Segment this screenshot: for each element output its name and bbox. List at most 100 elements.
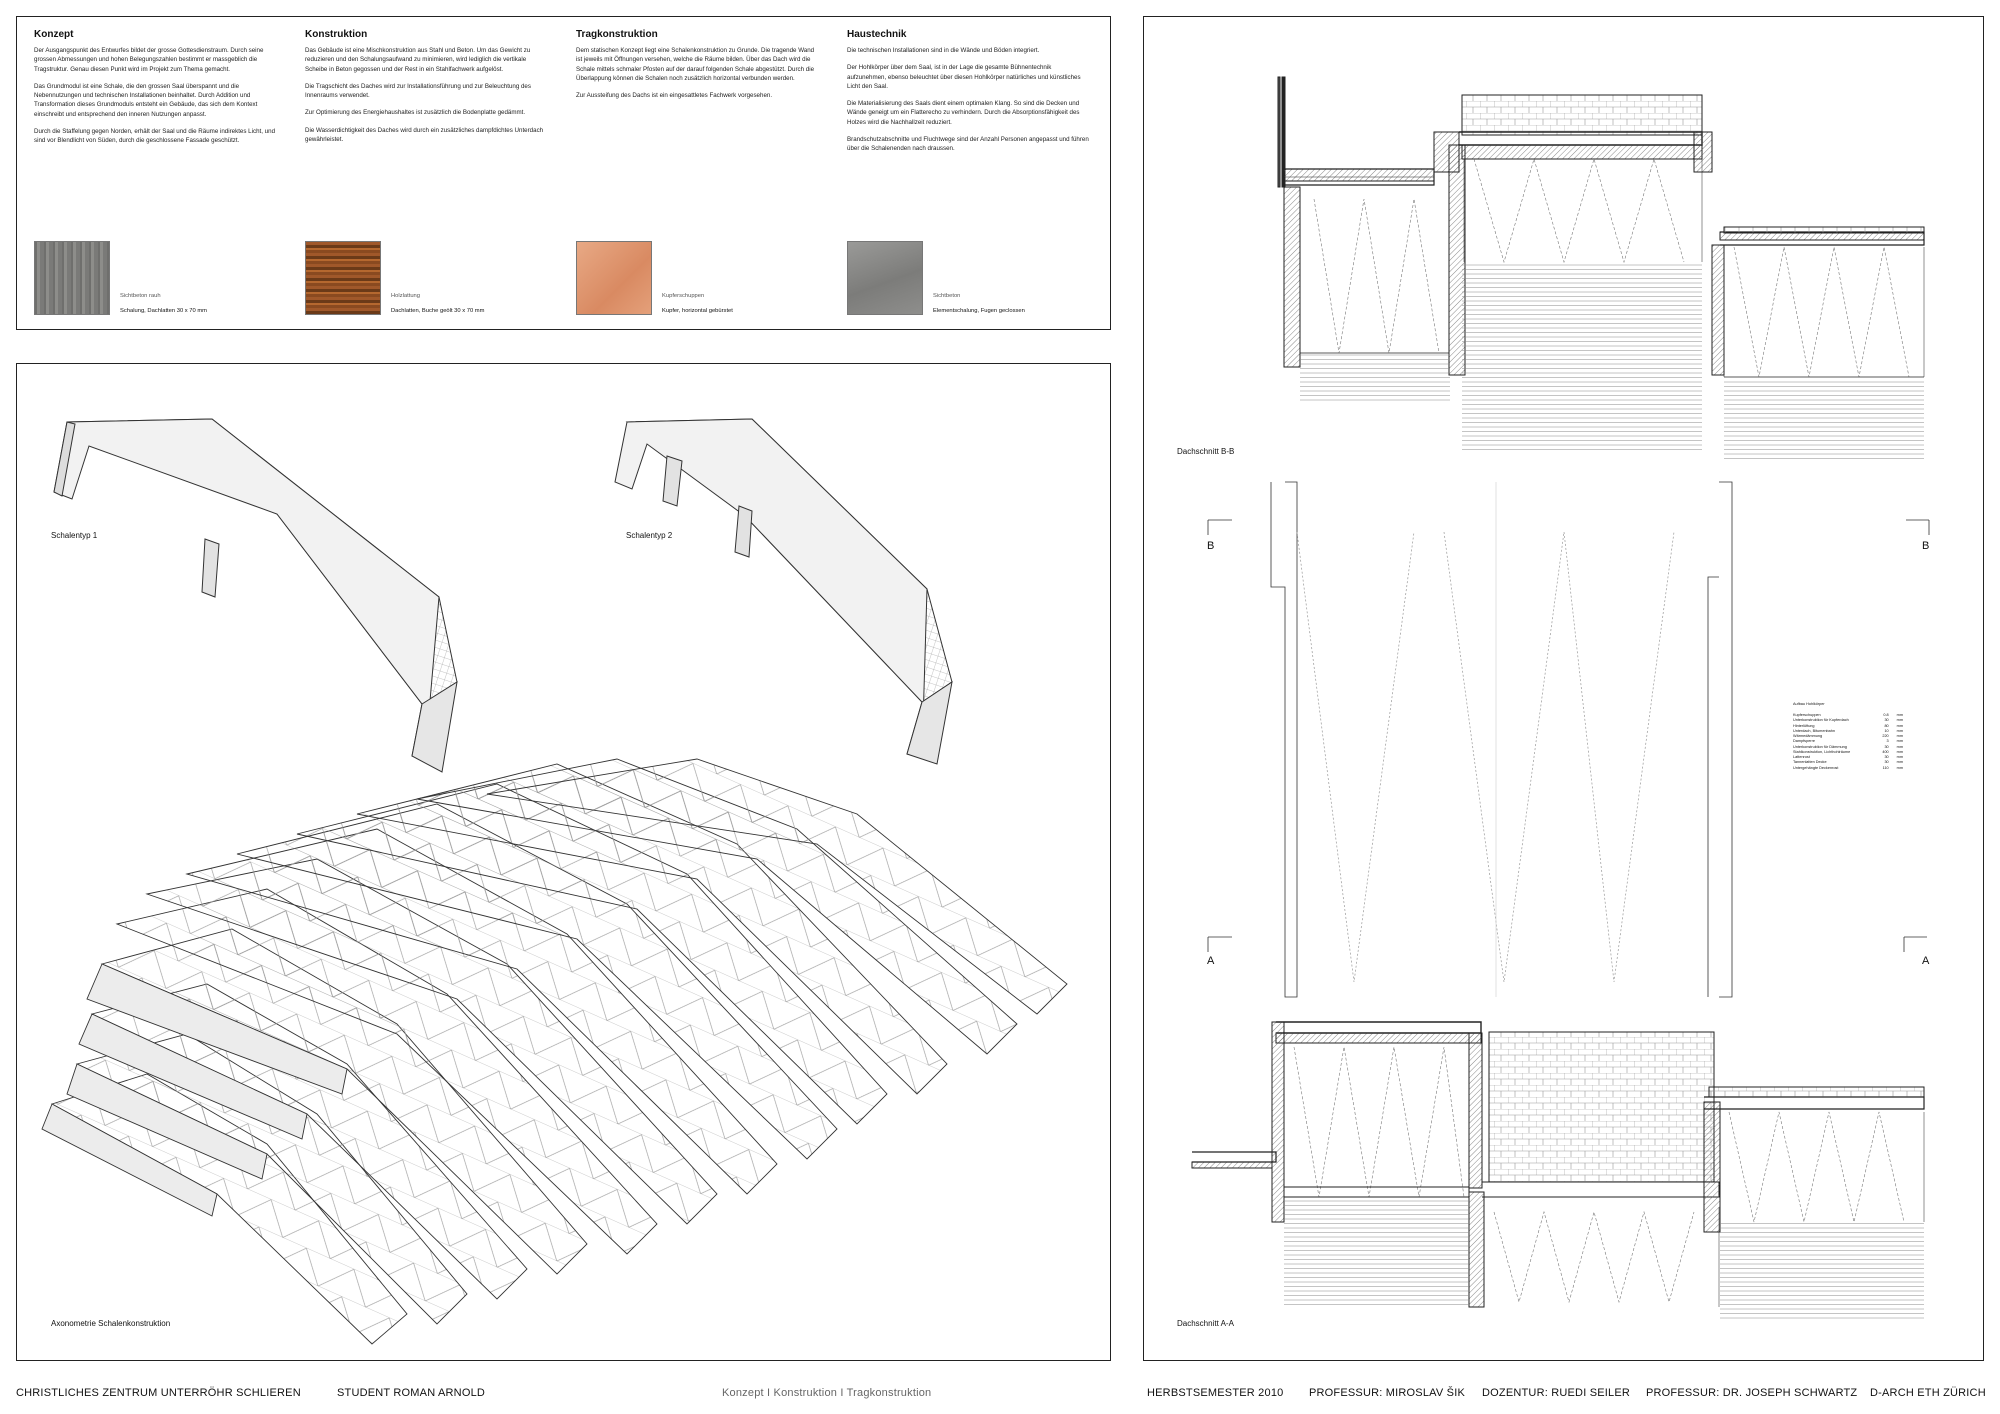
column-title: Haustechnik <box>847 29 907 40</box>
layer-name: Kupferschuppen <box>1793 713 1821 718</box>
material-spec: Dachlatten, Buche geölt 30 x 70 mm <box>391 308 485 314</box>
layer-row: Kupferschuppen 0.8 mm <box>1793 713 1903 718</box>
column-konzept: Konzept Der Ausgangspunkt des Entwurfes … <box>34 29 279 154</box>
column-paragraph: Dem statischen Konzept liegt eine Schale… <box>576 47 815 82</box>
section-mark-b-right: B <box>1922 540 1930 552</box>
section-mark-a-left: A <box>1207 955 1215 967</box>
label-shell-type-2: Schalentyp 2 <box>626 531 673 540</box>
column-paragraph: Die Tragschicht des Daches wird zur Inst… <box>305 82 531 100</box>
layer-row: Dampfsperre 3 mm <box>1793 739 1903 744</box>
footer-semester: HERBSTSEMESTER 2010 <box>1147 1387 1284 1399</box>
label-section-bb: Dachschnitt B-B <box>1177 447 1235 456</box>
layer-row: Lattenrost 30 mm <box>1793 755 1903 760</box>
column-haustechnik: Haustechnik Die technischen Installation… <box>847 29 1092 162</box>
footer-student: STUDENT ROMAN ARNOLD <box>337 1387 486 1399</box>
copper-swatch <box>576 241 652 315</box>
layer-row: Unterkonstruktion für Kupferdach 30 mm <box>1793 718 1903 723</box>
layer-name: Unterkonstruktion für Kupferdach <box>1793 718 1849 723</box>
footer-nav: Konzept I Konstruktion I Tragkonstruktio… <box>722 1387 932 1399</box>
layer-unit: mm <box>1896 749 1903 754</box>
sections-panel: Dachschnitt B-B Dachschnitt A-A B B A A … <box>1143 16 1984 1361</box>
layer-unit: mm <box>1896 739 1903 744</box>
column-paragraph: Die Materialisierung des Saals dient ein… <box>847 100 1080 126</box>
footer-professor-1: PROFESSUR: MIROSLAV ŠIK <box>1309 1387 1465 1399</box>
axonometry-drawing <box>41 418 1068 1345</box>
material-label: Sichtbeton <box>933 293 961 299</box>
material-label: Kupferschuppen <box>662 293 705 299</box>
column-konstruktion: Konstruktion Das Gebäude ist eine Mischk… <box>305 29 550 152</box>
layer-name: Unterdach, Bitumenbahn <box>1793 728 1836 733</box>
column-paragraph: Brandschutzabschnitte und Fluchtwege sin… <box>847 136 1089 153</box>
material-spec: Kupfer, horizontal gebürstet <box>662 308 733 314</box>
label-section-aa: Dachschnitt A-A <box>1177 1319 1234 1328</box>
column-paragraph: Die technischen Installationen sind in d… <box>847 47 1040 54</box>
layer-name: Wärmedämmung <box>1793 734 1823 739</box>
layer-thickness: 10 <box>1884 728 1889 733</box>
column-tragkonstruktion: Tragkonstruktion Dem statischen Konzept … <box>576 29 821 108</box>
layer-unit: mm <box>1896 744 1903 749</box>
layer-thickness: 110 <box>1882 765 1889 770</box>
layer-name: Dampfsperre <box>1793 739 1815 744</box>
roof-plan <box>1207 481 1930 998</box>
section-aa <box>1191 1021 1925 1308</box>
column-paragraph: Zur Optimierung des Energiehaushaltes is… <box>305 109 526 117</box>
layer-row: Tannenlatten Decke 30 mm <box>1793 760 1903 765</box>
layer-thickness: 30 <box>1884 744 1889 749</box>
column-title: Tragkonstruktion <box>576 29 658 40</box>
layer-row: Stahlkonstruktion, Lichthohlräume 400 mm <box>1793 750 1903 755</box>
layer-thickness: 30 <box>1884 718 1889 723</box>
layer-table-title: Aufbau Hohlkörper <box>1793 702 1825 706</box>
layer-unit: mm <box>1896 713 1903 718</box>
concrete-rough-swatch <box>34 241 110 315</box>
layer-thickness: 30 <box>1884 755 1889 760</box>
concept-panel: Konzept Der Ausgangspunkt des Entwurfes … <box>16 16 1111 330</box>
label-shell-type-1: Schalentyp 1 <box>51 531 98 540</box>
column-paragraph: Das Gebäude ist eine Mischkonstruktion a… <box>305 47 531 73</box>
layer-thickness: 400 <box>1882 749 1889 754</box>
layer-name: Stahlkonstruktion, Lichthohlräume <box>1793 749 1851 754</box>
layer-unit: mm <box>1896 755 1903 760</box>
column-paragraph: Durch die Staffelung gegen Norden, erhäl… <box>34 128 276 145</box>
layer-row: Unterkonstruktion für Dämmung 30 mm <box>1793 745 1903 750</box>
column-paragraph: Das Grundmodul ist eine Schale, die den … <box>34 82 258 118</box>
layer-thickness: 220 <box>1882 734 1889 739</box>
footer-dept: D-ARCH ETH ZÜRICH <box>1870 1387 1986 1399</box>
footer-professor-2: PROFESSUR: DR. JOSEPH SCHWARTZ <box>1646 1387 1858 1399</box>
concrete-smooth-swatch <box>847 241 923 315</box>
material-spec: Schalung, Dachlatten 30 x 70 mm <box>120 308 208 314</box>
layer-unit: mm <box>1896 723 1903 728</box>
layer-unit: mm <box>1896 765 1903 770</box>
layer-unit: mm <box>1896 760 1903 765</box>
section-mark-a-right: A <box>1922 955 1930 967</box>
layer-unit: mm <box>1896 728 1903 733</box>
layer-unit: mm <box>1896 718 1903 723</box>
layer-name: Untergehängte Deckenrost <box>1793 765 1839 770</box>
column-paragraph: Der Hohlkörper über dem Saal, ist in der… <box>847 64 1081 90</box>
shell-assembly <box>41 758 1068 1345</box>
layer-row: Untergehängte Deckenrost 110 mm <box>1793 766 1903 771</box>
layer-name: Tannenlatten Decke <box>1793 760 1827 765</box>
layer-name: Unterkonstruktion für Dämmung <box>1793 744 1847 749</box>
label-axonometry: Axonometrie Schalenkonstruktion <box>51 1319 171 1328</box>
layer-name: Lattenrost <box>1793 755 1810 760</box>
wood-slat-swatch <box>305 241 381 315</box>
axonometry-panel: Schalentyp 1 Schalentyp 2 Axonometrie Sc… <box>16 363 1111 1361</box>
section-bb <box>1277 76 1925 378</box>
material-label: Sichtbeton rauh <box>120 293 161 299</box>
shell-type-2 <box>614 418 953 765</box>
column-paragraph: Der Ausgangspunkt des Entwurfes bildet d… <box>34 47 264 73</box>
layer-thickness: 3 <box>1886 739 1889 744</box>
column-title: Konzept <box>34 29 74 40</box>
material-label: Holzlattung <box>391 293 421 299</box>
column-paragraph: Zur Aussteifung des Dachs ist ein einges… <box>576 92 773 100</box>
footer-project: CHRISTLICHES ZENTRUM UNTERRÖHR SCHLIEREN <box>16 1387 301 1399</box>
layer-thickness: 80 <box>1884 723 1889 728</box>
layer-thickness: 0.8 <box>1883 713 1889 718</box>
footer-dozent: DOZENTUR: RUEDI SEILER <box>1482 1387 1631 1399</box>
column-title: Konstruktion <box>305 29 368 40</box>
layer-thickness: 30 <box>1884 760 1889 765</box>
section-mark-b-left: B <box>1207 540 1215 552</box>
